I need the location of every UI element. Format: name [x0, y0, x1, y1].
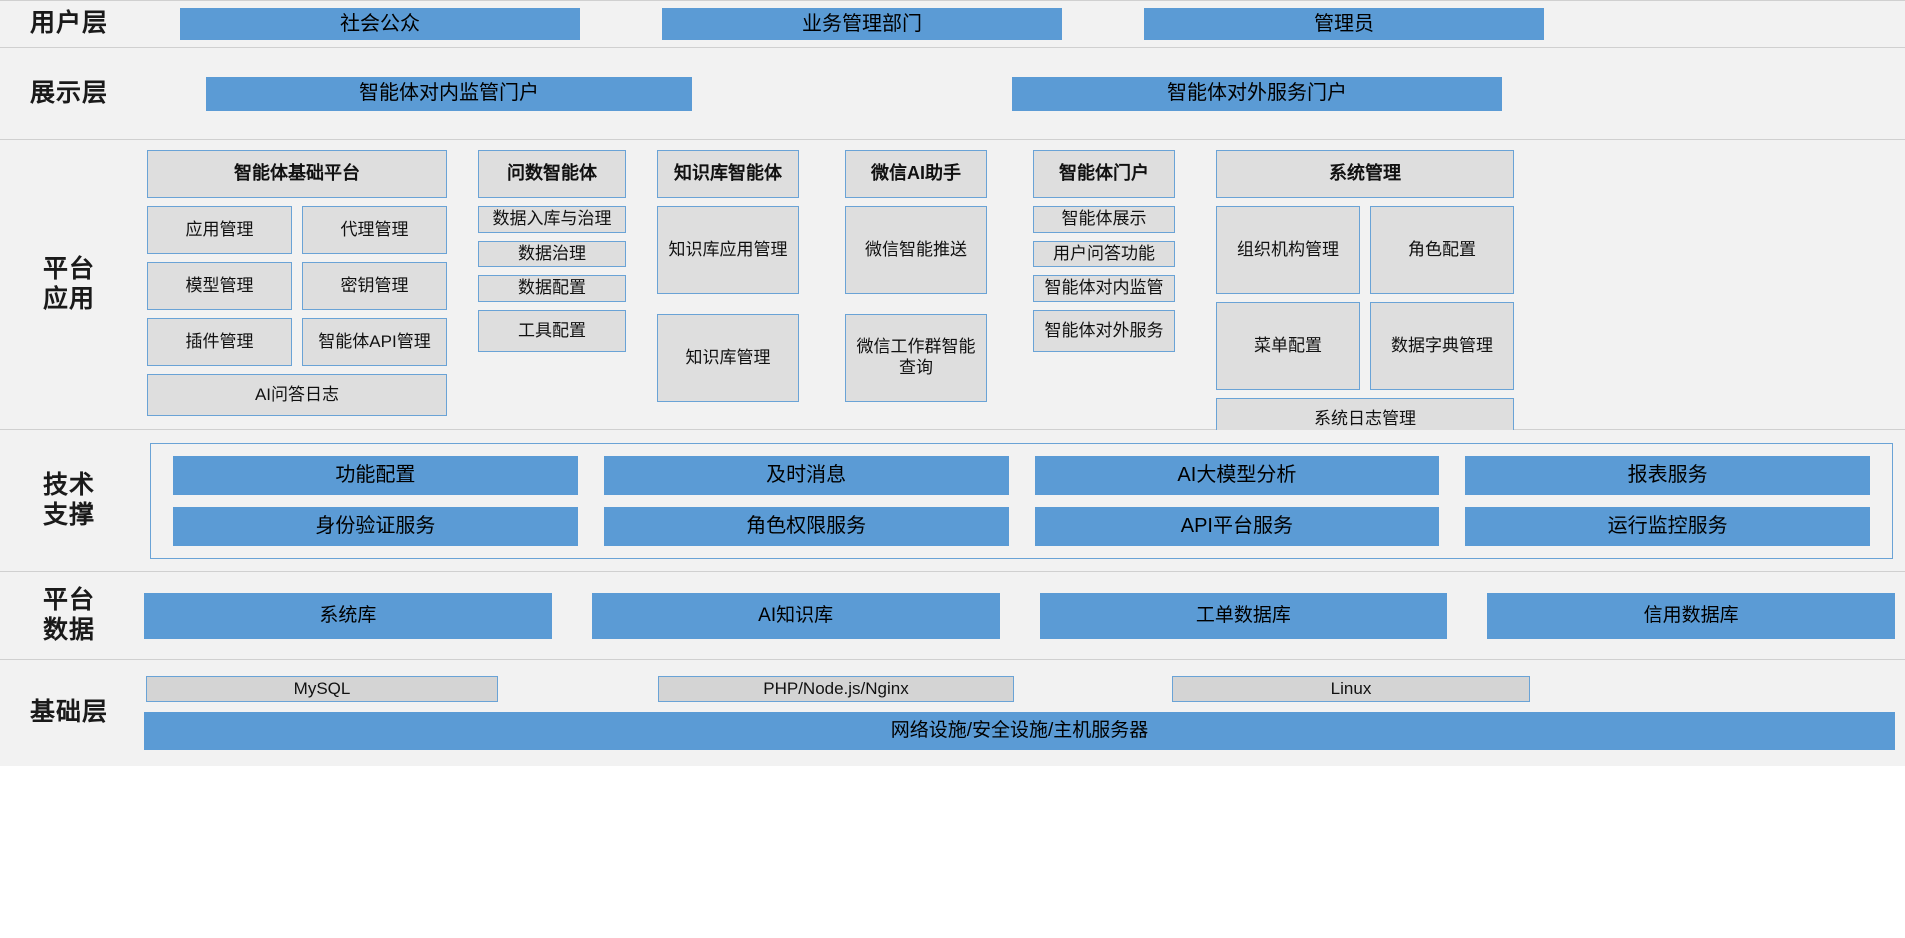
technical-support-frame: 功能配置 身份验证服务 及时消息 角色权限服务 AI大模型分析 API平台服务 …: [150, 442, 1893, 559]
api-platform-service[interactable]: API平台服务: [1034, 506, 1440, 546]
layer-infrastructure-label: 基础层: [29, 698, 108, 727]
layer-platform-application-label: 平台 应用: [0, 140, 138, 429]
tech-column-3: AI大模型分析 API平台服务: [1034, 455, 1440, 546]
agent-external-service[interactable]: 智能体对外服务: [1033, 310, 1175, 353]
data-governance[interactable]: 数据治理: [478, 240, 626, 268]
report-service[interactable]: 报表服务: [1465, 455, 1870, 495]
column-title-agent-base[interactable]: 智能体基础平台: [147, 150, 447, 198]
stack-php-node-nginx[interactable]: PHP/Node.js/Nginx: [658, 676, 1014, 702]
user-box-admin[interactable]: 管理员: [1144, 8, 1544, 40]
column-title-data-query-agent[interactable]: 问数智能体: [478, 150, 626, 198]
role-configuration[interactable]: 角色配置: [1370, 206, 1514, 294]
ai-qa-log[interactable]: AI问答日志: [147, 374, 447, 416]
layer-tech-label-line2: 支撑: [42, 500, 95, 529]
platform-column-system-management: 系统管理 组织机构管理 角色配置 菜单配置 数据字典管理 系统日志管理: [1216, 150, 1514, 440]
layer-infrastructure-body: MySQL PHP/Node.js/Nginx Linux 网络设施/安全设施/…: [138, 660, 1905, 766]
platform-column-knowledge-base-agent: 知识库智能体 知识库应用管理 知识库管理: [657, 150, 799, 402]
wechat-smart-push[interactable]: 微信智能推送: [845, 206, 987, 294]
layer-user-label: 用户层: [29, 9, 108, 38]
key-management[interactable]: 密钥管理: [302, 262, 447, 310]
layer-platform-data-body: 系统库 AI知识库 工单数据库 信用数据库: [138, 572, 1905, 659]
layer-technical-support-body: 功能配置 身份验证服务 及时消息 角色权限服务 AI大模型分析 API平台服务 …: [138, 430, 1905, 571]
agent-management[interactable]: 代理管理: [302, 206, 447, 254]
layer-data-label-line2: 数据: [42, 615, 95, 644]
ai-large-model-analysis[interactable]: AI大模型分析: [1034, 455, 1440, 495]
layer-platform-application: 平台 应用 智能体基础平台 应用管理 代理管理 模型管理 密钥管理: [0, 140, 1905, 440]
org-structure-management[interactable]: 组织机构管理: [1216, 206, 1360, 294]
tool-configuration[interactable]: 工具配置: [478, 310, 626, 353]
user-box-public[interactable]: 社会公众: [180, 8, 580, 40]
agent-api-management[interactable]: 智能体API管理: [302, 318, 447, 366]
agent-internal-supervision[interactable]: 智能体对内监管: [1033, 275, 1175, 303]
user-box-business-dept[interactable]: 业务管理部门: [662, 8, 1062, 40]
runtime-monitoring-service[interactable]: 运行监控服务: [1465, 506, 1870, 546]
knowledge-base-app-management[interactable]: 知识库应用管理: [657, 206, 799, 294]
wechat-workgroup-smart-query[interactable]: 微信工作群智能查询: [845, 314, 987, 402]
column-title-agent-portal[interactable]: 智能体门户: [1033, 150, 1175, 198]
user-qa-function[interactable]: 用户问答功能: [1033, 240, 1175, 268]
function-configuration[interactable]: 功能配置: [173, 455, 578, 495]
role-permission-service[interactable]: 角色权限服务: [603, 506, 1009, 546]
layer-platform-label-line1: 平台: [42, 255, 95, 283]
platform-column-agent-portal: 智能体门户 智能体展示 用户问答功能 智能体对内监管 智能体对外服务: [1033, 150, 1175, 353]
instant-message[interactable]: 及时消息: [603, 455, 1009, 495]
tech-column-4: 报表服务 运行监控服务: [1465, 455, 1870, 546]
layer-platform-data: 平台 数据 系统库 AI知识库 工单数据库 信用数据库: [0, 572, 1905, 660]
layer-data-label-line1: 平台: [42, 586, 95, 614]
portal-internal-supervision[interactable]: 智能体对内监管门户: [206, 76, 692, 111]
knowledge-base-management[interactable]: 知识库管理: [657, 314, 799, 402]
data-configuration[interactable]: 数据配置: [478, 275, 626, 303]
layer-infrastructure: 基础层 MySQL PHP/Node.js/Nginx Linux 网络设施/安…: [0, 660, 1905, 766]
layer-user-body: 社会公众 业务管理部门 管理员: [138, 1, 1905, 47]
column-title-wechat-ai-assistant[interactable]: 微信AI助手: [845, 150, 987, 198]
layer-technical-support: 技术 支撑 功能配置 身份验证服务 及时消息 角色权限服务 AI大模型分析 AP…: [0, 430, 1905, 572]
layer-platform-application-body: 智能体基础平台 应用管理 代理管理 模型管理 密钥管理 插件管理 智能体API管…: [138, 140, 1905, 440]
menu-configuration[interactable]: 菜单配置: [1216, 302, 1360, 390]
identity-auth-service[interactable]: 身份验证服务: [173, 506, 578, 546]
layer-technical-support-label: 技术 支撑: [0, 430, 138, 571]
app-management[interactable]: 应用管理: [147, 206, 292, 254]
layer-platform-data-label: 平台 数据: [0, 572, 138, 659]
stack-mysql[interactable]: MySQL: [146, 676, 498, 702]
platform-column-data-query-agent: 问数智能体 数据入库与治理 数据治理 数据配置 工具配置: [478, 150, 626, 353]
layer-user: 用户层 社会公众 业务管理部门 管理员: [0, 0, 1905, 48]
platform-column-wechat-ai-assistant: 微信AI助手 微信智能推送 微信工作群智能查询: [845, 150, 987, 402]
layer-presentation-label: 展示层: [29, 78, 108, 107]
tech-column-2: 及时消息 角色权限服务: [603, 455, 1009, 546]
layer-tech-label-line1: 技术: [42, 471, 95, 499]
database-ai-knowledge[interactable]: AI知识库: [591, 592, 1000, 639]
portal-external-service[interactable]: 智能体对外服务门户: [1012, 76, 1502, 111]
platform-column-agent-base: 智能体基础平台 应用管理 代理管理 模型管理 密钥管理 插件管理 智能体API管…: [147, 150, 447, 416]
database-work-order[interactable]: 工单数据库: [1039, 592, 1448, 639]
model-management[interactable]: 模型管理: [147, 262, 292, 310]
data-ingestion-governance[interactable]: 数据入库与治理: [478, 206, 626, 233]
infrastructure-stack-row: MySQL PHP/Node.js/Nginx Linux: [144, 676, 1895, 702]
layer-presentation-body: 智能体对内监管门户 智能体对外服务门户: [138, 48, 1905, 139]
stack-linux[interactable]: Linux: [1172, 676, 1530, 702]
data-dictionary-management[interactable]: 数据字典管理: [1370, 302, 1514, 390]
infrastructure-foundation[interactable]: 网络设施/安全设施/主机服务器: [144, 712, 1895, 750]
tech-column-1: 功能配置 身份验证服务: [173, 455, 578, 546]
column-title-knowledge-base-agent[interactable]: 知识库智能体: [657, 150, 799, 198]
layer-platform-label-line2: 应用: [42, 284, 95, 313]
layer-presentation: 展示层 智能体对内监管门户 智能体对外服务门户: [0, 48, 1905, 140]
plugin-management[interactable]: 插件管理: [147, 318, 292, 366]
database-system[interactable]: 系统库: [144, 592, 552, 639]
column-title-system-management[interactable]: 系统管理: [1216, 150, 1514, 198]
database-credit[interactable]: 信用数据库: [1487, 592, 1895, 639]
agent-showcase[interactable]: 智能体展示: [1033, 206, 1175, 233]
